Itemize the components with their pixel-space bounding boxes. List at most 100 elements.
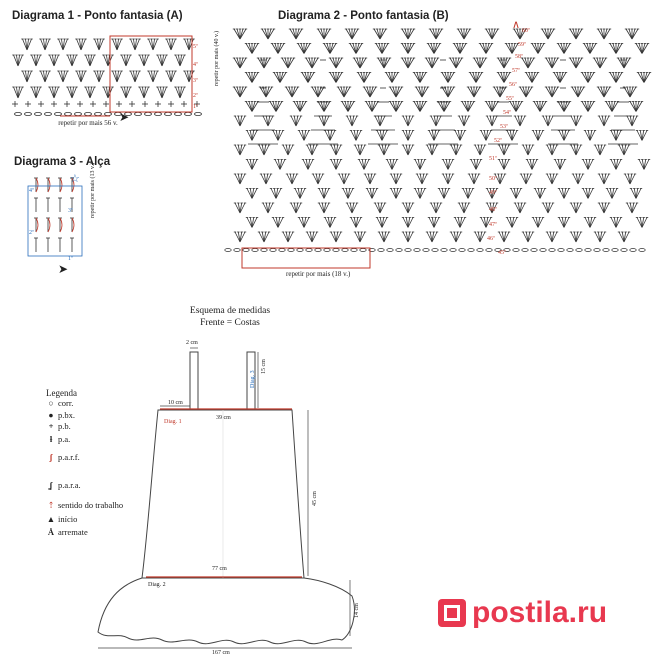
stitch-mark [551,173,555,185]
stitch-mark [573,231,577,243]
schema-title: Esquema de medidas [189,306,271,316]
stitch-mark [429,231,433,243]
stitch-mark [330,159,337,170]
stitch-mark [239,115,246,127]
stitch-mark [338,173,345,185]
stitch-mark [355,130,359,141]
stitch-mark [98,38,104,51]
stitch-mark [429,28,437,40]
stitch-mark [447,159,451,170]
stitch-mark [477,144,481,156]
stitch-mark [615,130,619,141]
stitch-mark [493,86,501,98]
stitch-mark [389,101,397,112]
stitch-mark [359,144,366,156]
stitch-mark [511,217,518,228]
stitch-mark [375,43,383,54]
stitch-mark [597,144,601,156]
stitch-mark [332,72,337,83]
chain-mark [476,248,484,252]
stitch-mark [570,202,577,214]
stitch-mark [175,54,181,67]
chain-mark [494,248,502,252]
single-crochet-icon: + [48,421,54,431]
stitch-mark [179,54,182,67]
stitch-mark [519,115,523,127]
stitch-mark [551,231,558,243]
stitch-mark [537,217,541,228]
legend-item: ○corr. [44,398,73,408]
stitch-mark [291,173,298,185]
stitch-mark [323,101,328,112]
stitch-mark [305,57,313,69]
stitch-mark [407,43,412,54]
stitch-mark [532,217,539,228]
stitch-mark [603,86,611,98]
stitch-mark [491,115,495,127]
label-diag2: Diag. 2 [148,582,166,588]
stitch-mark [461,115,465,127]
stitch-mark [407,130,414,141]
post-stitch-mark [71,217,75,233]
stitch-mark [547,28,552,40]
stitch-mark [615,43,620,54]
stitch-mark [612,72,617,83]
stitch-mark [599,57,607,69]
stitch-mark [275,188,282,199]
stitch-mark [290,115,297,127]
stitch-mark [317,86,325,98]
stitch-mark [511,43,516,54]
stitch-mark [600,28,605,40]
stitch-mark [433,130,437,141]
stitch-mark [467,188,471,199]
stitch-mark [389,159,393,170]
stitch-mark [431,231,435,243]
stitch-mark [347,188,354,199]
d2-row-label: 51ª [489,156,497,162]
post-stitch-mark [47,217,51,233]
stitch-mark [629,173,636,185]
stitch-mark [97,38,100,51]
stitch-mark [323,188,330,199]
stitch-mark [430,43,435,54]
stitch-mark [535,217,539,228]
stitch-mark [405,202,409,214]
stitch-mark [53,54,59,67]
stitch-mark [71,86,74,99]
stitch-mark [498,144,505,156]
stitch-mark [40,70,46,83]
stitch-mark [248,72,253,83]
chain-mark [539,248,547,252]
stitch-mark [351,202,355,214]
stitch-mark [522,231,529,243]
stitch-mark [351,115,355,127]
stitch-mark [459,43,464,54]
stitch-mark [239,86,247,98]
measure-skirt: 14 cm [354,603,360,618]
stitch-mark [265,115,269,127]
stitch-mark [133,70,136,83]
stitch-mark [541,28,549,40]
stitch-mark [643,159,647,170]
d2-row-label: 59ª [518,42,526,48]
stitch-mark [525,173,532,185]
stitch-mark [262,86,267,98]
stitch-mark [357,144,361,156]
stitch-mark [546,231,553,243]
stitch-mark [277,130,281,141]
stitch-mark [554,159,561,170]
stitch-mark [261,144,265,156]
stitch-mark [327,217,331,228]
stitch-mark [16,54,19,67]
stitch-mark [479,144,486,156]
stitch-mark [585,159,589,170]
stitch-mark [52,86,55,99]
stitch-mark [539,101,547,112]
stitch-mark [52,54,55,67]
stitch-mark [531,72,539,83]
stitch-mark [335,57,340,69]
stitch-mark [589,43,597,54]
stitch-mark [274,159,281,170]
measure-strap-gap: 10 cm [168,400,183,406]
stitch-mark [261,28,269,40]
